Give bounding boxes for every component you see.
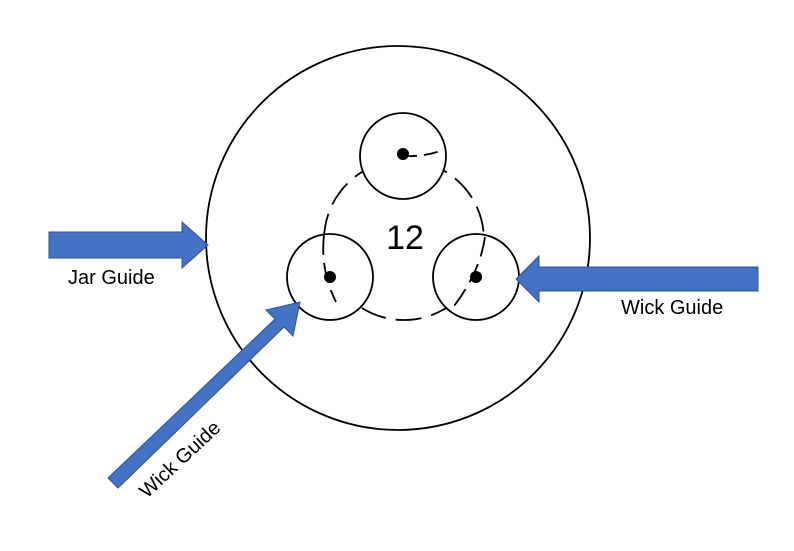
wick-holder-top — [359, 112, 447, 200]
wick-holder-left — [286, 233, 374, 321]
wick-dot-right — [470, 271, 482, 283]
wick-guide-right-label: Wick Guide — [621, 297, 723, 319]
jar-outline-circle — [205, 45, 591, 431]
wick-dot-left — [324, 271, 336, 283]
wick-holder-right — [432, 233, 520, 321]
center-number: 12 — [386, 219, 424, 257]
jar-guide-label: Jar Guide — [68, 267, 155, 289]
wick-guide-lower-left-label: Wick Guide — [135, 417, 225, 503]
wick-dot-top — [397, 148, 409, 160]
wick-guide-right-arrow — [515, 254, 759, 304]
wick-guide-lower-left-arrow — [107, 301, 301, 489]
jar-guide-arrow — [48, 220, 209, 270]
